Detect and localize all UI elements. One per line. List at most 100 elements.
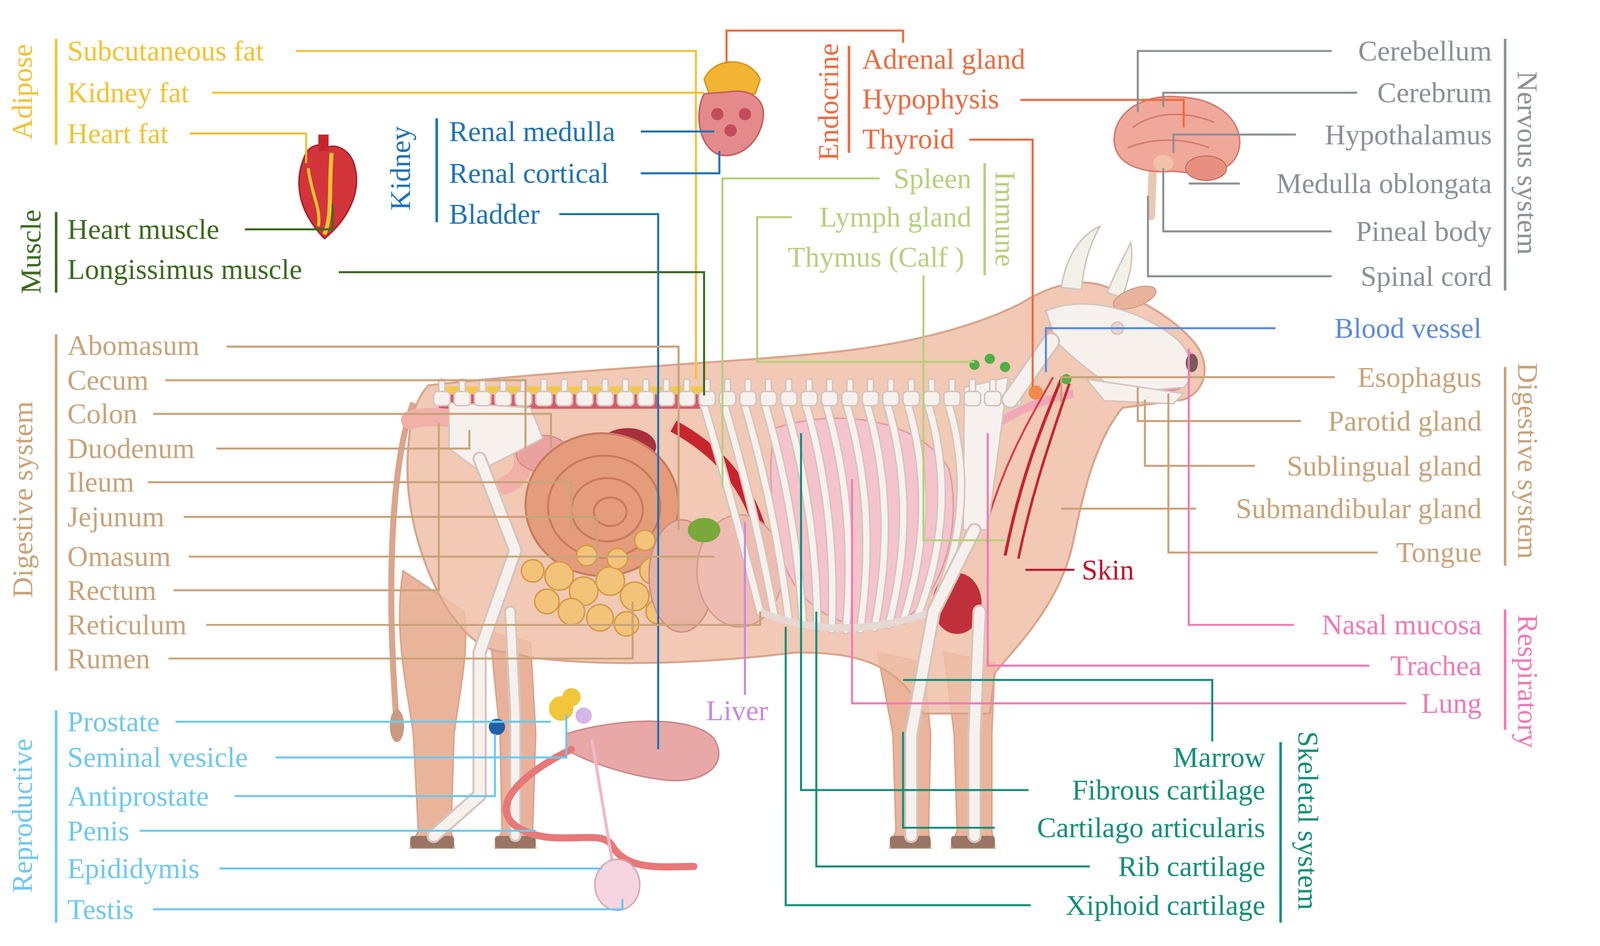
organ-label: Omasum <box>65 540 173 573</box>
medulla <box>711 108 724 121</box>
heart-icon <box>299 134 357 239</box>
leader-line <box>148 482 572 531</box>
rib <box>826 405 850 631</box>
rib <box>903 405 923 622</box>
bone-outline <box>433 459 516 837</box>
organ-label: Thyroid <box>860 123 957 155</box>
rib-outline <box>867 405 885 628</box>
spermatic-cord <box>591 739 613 862</box>
organ-label: Testis <box>65 894 136 926</box>
rib <box>847 405 867 630</box>
vertebra <box>474 391 492 406</box>
bladder <box>566 721 719 781</box>
thyroid <box>1028 385 1044 400</box>
leader-line <box>189 133 307 164</box>
organ-label: Lung <box>1419 687 1484 720</box>
organ-label: Medulla oblongata <box>1274 167 1494 200</box>
organ-label: Thymus (Calf ) <box>786 241 967 273</box>
group-brackets <box>54 334 58 672</box>
group-title: Nervous system <box>1511 69 1544 257</box>
group-title: Immune <box>989 169 1021 269</box>
kidney-icon <box>698 61 764 156</box>
organ-label: Heart muscle <box>65 213 221 246</box>
brain-sulcus <box>1127 114 1215 149</box>
organ-label: Liver <box>704 695 771 727</box>
vertebra <box>923 391 940 406</box>
vertebra <box>637 391 655 406</box>
group-brackets <box>56 38 1506 924</box>
lymph-node <box>1061 374 1072 385</box>
leader-line <box>923 275 1006 541</box>
group-title: Skeletal system <box>1292 730 1324 913</box>
leader-line <box>219 867 602 870</box>
organ-label: Pineal body <box>1354 215 1494 248</box>
organ-label: Skin <box>1079 554 1136 586</box>
organ-label: Rumen <box>65 643 152 675</box>
organ-label: Submandibular gland <box>1234 493 1484 525</box>
group-title: Digestive system <box>1511 360 1544 561</box>
organ-label: Seminal vesicle <box>65 741 250 774</box>
vertebra <box>964 391 981 406</box>
organ-label: Spinal cord <box>1358 260 1494 293</box>
group-brackets <box>983 163 986 276</box>
leader-lines <box>139 30 1407 910</box>
leader-line <box>338 272 705 396</box>
testis <box>594 859 640 911</box>
group-title: Adipose <box>6 42 39 142</box>
group-brackets <box>1503 367 1507 566</box>
nostril <box>1185 353 1199 373</box>
horn <box>1107 242 1132 298</box>
organ-label: Ileum <box>65 466 136 499</box>
leader-line <box>153 899 623 910</box>
adrenal <box>704 61 761 94</box>
rib-outline <box>903 405 923 622</box>
organ-label: Cerebellum <box>1356 35 1494 67</box>
rib <box>917 405 942 617</box>
leader-line <box>1173 134 1296 154</box>
organ-label: Esophagus <box>1355 361 1483 394</box>
rumen-fold <box>547 455 661 558</box>
organ-label: Jejunum <box>65 501 167 533</box>
organ-label: Colon <box>65 398 140 430</box>
lymph-node <box>1000 362 1011 373</box>
rib-outline <box>917 405 942 617</box>
group-title: Muscle <box>14 208 47 296</box>
vertebra <box>454 391 471 406</box>
leader-line <box>640 130 715 133</box>
vertebra <box>821 391 838 406</box>
intestines <box>595 567 625 596</box>
organ-label: Bladder <box>447 198 542 230</box>
organ-label: Penis <box>65 815 132 848</box>
rib <box>744 405 789 622</box>
group-brackets <box>54 38 58 145</box>
leader-line <box>226 346 679 531</box>
leader-line <box>153 414 552 449</box>
organ-label: Hypophysis <box>860 83 1001 115</box>
tail-tuft <box>389 709 405 743</box>
heart-vessel <box>318 134 329 151</box>
organ-label: Renal medulla <box>447 115 617 148</box>
group-brackets <box>54 710 58 923</box>
leader-line <box>206 611 761 625</box>
organ-label: Renal cortical <box>447 157 611 190</box>
vertebrae-and-ribs <box>433 379 1022 631</box>
vertebra <box>494 391 512 406</box>
vertebra <box>556 391 573 406</box>
leader-line <box>244 203 704 396</box>
leader-line <box>640 150 720 174</box>
leader-line <box>1137 387 1301 422</box>
group-brackets <box>435 118 438 223</box>
organ-label: Longissimus muscle <box>65 253 305 286</box>
group-brackets <box>1503 609 1507 731</box>
vertebra <box>678 391 695 406</box>
vertebra <box>535 391 553 406</box>
leader-line <box>851 348 1407 704</box>
organ-label: Tongue <box>1394 536 1484 569</box>
organ-label: Duodenum <box>65 432 197 465</box>
medulla <box>724 124 737 137</box>
leader-line <box>275 714 567 758</box>
leader-line <box>726 30 1184 388</box>
vertebra <box>944 391 961 406</box>
organ-label: Parotid gland <box>1326 405 1484 438</box>
bone <box>433 459 516 837</box>
